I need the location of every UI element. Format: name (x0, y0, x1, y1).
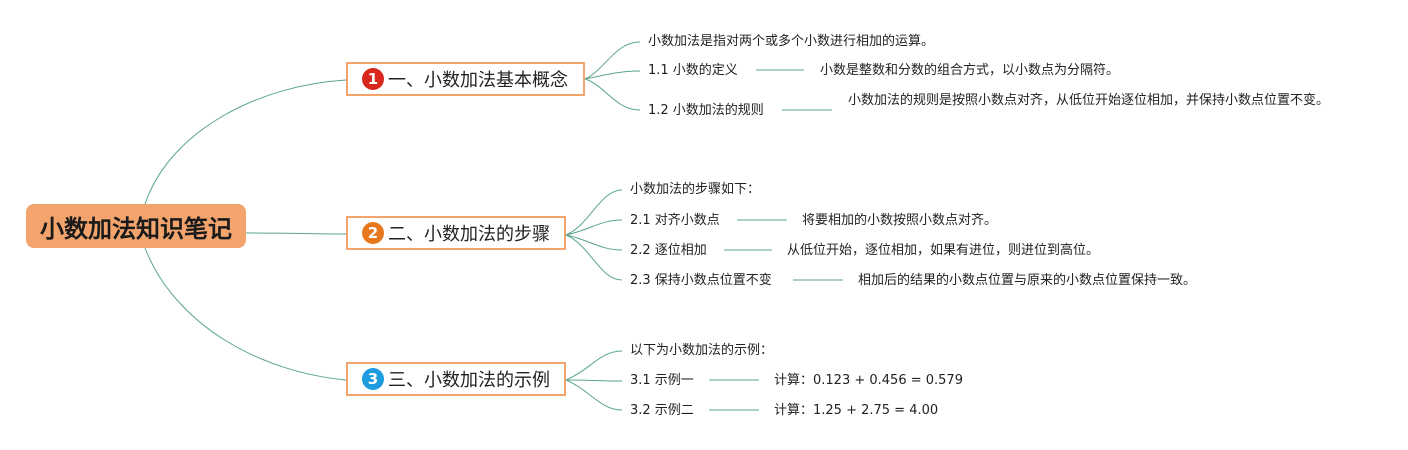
branch-3-item-2-label: 3.2 示例二 (630, 403, 694, 418)
badge-3-icon: 3 (362, 368, 384, 390)
branch-title-1: 一、小数加法基本概念 (388, 70, 568, 91)
link-b2-item2 (565, 234, 623, 251)
badge-1-icon: 1 (362, 68, 384, 90)
branch-title-2: 二、小数加法的步骤 (388, 224, 550, 245)
branch-1-item-1-text: 小数是整数和分数的组合方式，以小数点为分隔符。 (820, 63, 1120, 78)
branch-3-intro: 以下为小数加法的示例： (630, 343, 774, 358)
link-root-branch-1 (144, 79, 347, 205)
branch-2-item-3-label: 2.3 保持小数点位置不变 (630, 273, 772, 288)
branch-node-1[interactable]: 1 一、小数加法基本概念 (346, 62, 585, 96)
branch-1-item-1-label: 1.1 小数的定义 (648, 63, 738, 78)
link-b1-intro (584, 41, 641, 80)
link-root-branch-3 (144, 247, 347, 381)
branch-2-item-2-text: 从低位开始，逐位相加，如果有进位，则进位到高位。 (787, 243, 1100, 258)
branch-1-item-2-text: 小数加法的规则是按照小数点对齐，从低位开始逐位相加，并保持小数点位置不变。 (848, 93, 1330, 108)
branch-1-item-2-label: 1.2 小数加法的规则 (648, 103, 764, 118)
branch-1-intro: 小数加法是指对两个或多个小数进行相加的运算。 (648, 34, 935, 49)
link-b2-intro (565, 189, 623, 236)
branch-2-item-1-label: 2.1 对齐小数点 (630, 213, 720, 228)
root-title: 小数加法知识笔记 (40, 214, 232, 243)
link-b1-item2 (584, 78, 641, 111)
link-b3-item2 (565, 379, 623, 411)
link-b3-intro (565, 350, 623, 381)
link-b2-item1 (565, 219, 623, 236)
badge-2-icon: 2 (362, 222, 384, 244)
root-node[interactable]: 小数加法知识笔记 (26, 204, 246, 248)
branch-3-item-2-text: 计算：1.25 + 2.75 = 4.00 (774, 403, 939, 418)
branch-title-3: 三、小数加法的示例 (388, 370, 550, 391)
branch-2-item-3-text: 相加后的结果的小数点位置与原来的小数点位置保持一致。 (858, 273, 1197, 288)
branch-3-item-1-label: 3.1 示例一 (630, 373, 694, 388)
link-b1-item1 (584, 70, 641, 80)
branch-node-2[interactable]: 2 二、小数加法的步骤 (346, 216, 566, 250)
branch-3-item-1-text: 计算：0.123 + 0.456 = 0.579 (774, 373, 963, 388)
link-b3-item1 (565, 379, 623, 382)
link-root-branch-2 (245, 232, 347, 235)
link-b2-item3 (565, 234, 623, 281)
branch-2-intro: 小数加法的步骤如下： (630, 182, 761, 197)
branch-2-item-2-label: 2.2 逐位相加 (630, 243, 707, 258)
branch-2-item-1-text: 将要相加的小数按照小数点对齐。 (802, 213, 998, 228)
branch-node-3[interactable]: 3 三、小数加法的示例 (346, 362, 566, 396)
